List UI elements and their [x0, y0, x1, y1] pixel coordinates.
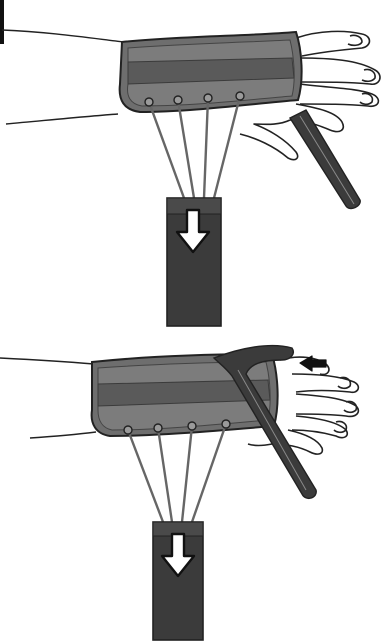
step-illustration-thumb-strap — [0, 330, 387, 644]
forearm-outline — [1, 29, 125, 125]
lace-cords — [126, 423, 228, 523]
step-illustration-tighten-laces — [1, 29, 381, 327]
page-edge-marker — [0, 0, 4, 44]
wrist-brace-body — [118, 30, 303, 114]
lace-cords — [147, 95, 242, 199]
thumb-strap — [212, 344, 317, 500]
pull-tab — [152, 521, 204, 641]
pull-tab — [166, 197, 222, 327]
down-arrow-icon — [175, 208, 211, 254]
hand-illustration — [239, 30, 381, 161]
left-arrow-icon — [299, 355, 327, 372]
lace-eyelets — [123, 419, 231, 435]
wrist-brace-top-svg — [1, 29, 381, 327]
forearm-outline — [0, 357, 97, 439]
thumb-strap — [288, 109, 361, 210]
lace-eyelets — [144, 91, 245, 107]
wrist-brace-body — [90, 352, 279, 438]
wrist-brace-bottom-svg — [0, 344, 360, 641]
down-arrow-icon — [160, 532, 196, 578]
